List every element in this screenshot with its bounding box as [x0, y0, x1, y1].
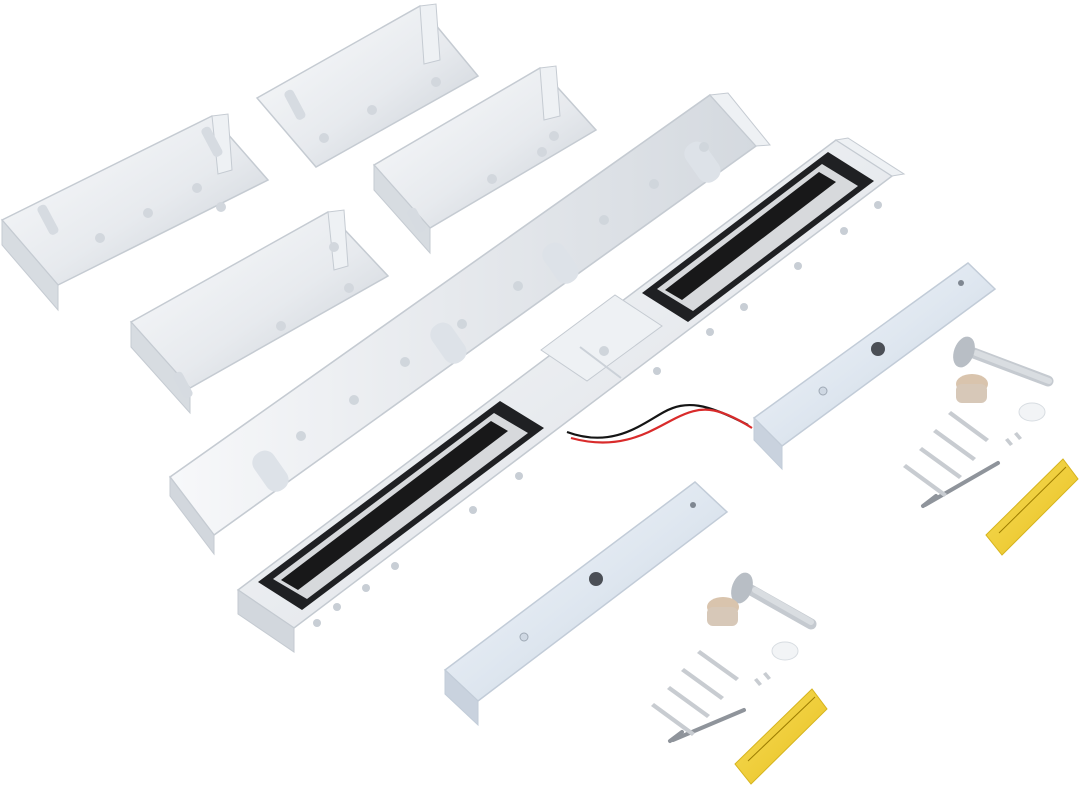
lock-wire — [566, 403, 753, 444]
hardware-set-left — [651, 572, 828, 785]
double-magnetic-lock-body — [236, 137, 906, 653]
hardware-set-right — [903, 336, 1079, 556]
long-mounting-bracket — [168, 92, 771, 556]
armature-plate-right — [752, 262, 997, 471]
l-bracket-top-center — [255, 3, 480, 168]
l-bracket-middle-right — [372, 65, 598, 255]
armature-plate-left — [443, 481, 729, 727]
l-bracket-left-top — [0, 113, 270, 312]
l-bracket-middle-left — [129, 209, 390, 415]
